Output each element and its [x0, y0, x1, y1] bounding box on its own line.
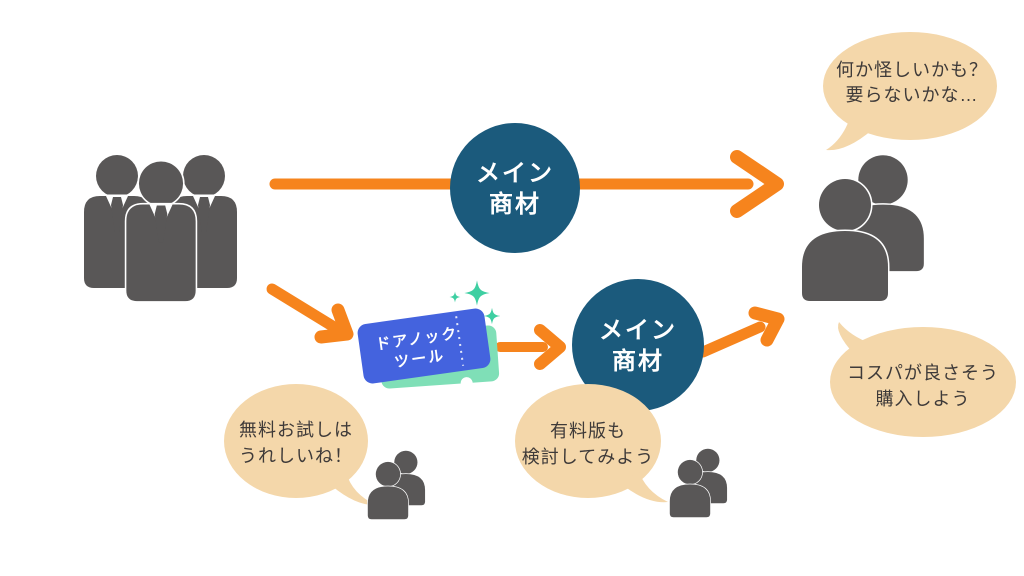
paid-users-icon	[670, 449, 727, 518]
buyer-pair-icon	[802, 155, 924, 301]
bubble-cost-effective: コスパが良さそう 購入しよう	[830, 322, 1016, 437]
bubble-free-trial-tail	[332, 472, 376, 506]
node-main-product-bottom: メイン 商材	[572, 279, 704, 411]
bubble-suspicious-line1: 何か怪しいかも？	[836, 60, 988, 80]
bubble-cost-effective-line2: 購入しよう	[876, 389, 971, 409]
bubble-suspicious-tail	[826, 118, 872, 151]
bubble-paid-version-line1: 有料版も	[550, 421, 626, 441]
main-product-top-label-line2: 商材	[489, 190, 541, 218]
bubble-suspicious: 何か怪しいかも？ 要らないかな…	[823, 32, 997, 151]
main-product-top-label-line1: メイン	[476, 160, 554, 187]
arrow-to-doorknock-tool	[266, 283, 354, 344]
bubble-suspicious-line2: 要らないかな…	[846, 85, 979, 105]
main-product-bottom-label-line1: メイン	[599, 317, 677, 344]
doorknock-label-line2: ツール	[393, 347, 446, 371]
arrow-main-to-purchase	[697, 306, 785, 358]
bubble-paid-version-line2: 検討してみよう	[522, 447, 654, 467]
bubble-free-trial-line2: うれしいね！	[239, 446, 353, 466]
node-main-product-top: メイン 商材	[450, 123, 580, 253]
bubble-paid-version: 有料版も 検討してみよう	[515, 384, 668, 503]
bubble-paid-version-tail	[624, 469, 668, 503]
main-product-bottom-label-line2: 商材	[612, 347, 664, 375]
bubble-free-trial-line1: 無料お試しは	[239, 420, 353, 440]
bubble-free-trial: 無料お試しは うれしいね！	[224, 384, 376, 506]
bubble-cost-effective-tail	[838, 322, 872, 354]
bubble-cost-effective-line1: コスパが良さそう	[847, 363, 999, 383]
arrow-doorknock-to-main	[495, 324, 566, 370]
seller-group-icon	[82, 153, 239, 303]
doorknock-ticket-icon: ドアノック ツール	[357, 280, 501, 390]
trial-users-icon	[368, 451, 425, 520]
